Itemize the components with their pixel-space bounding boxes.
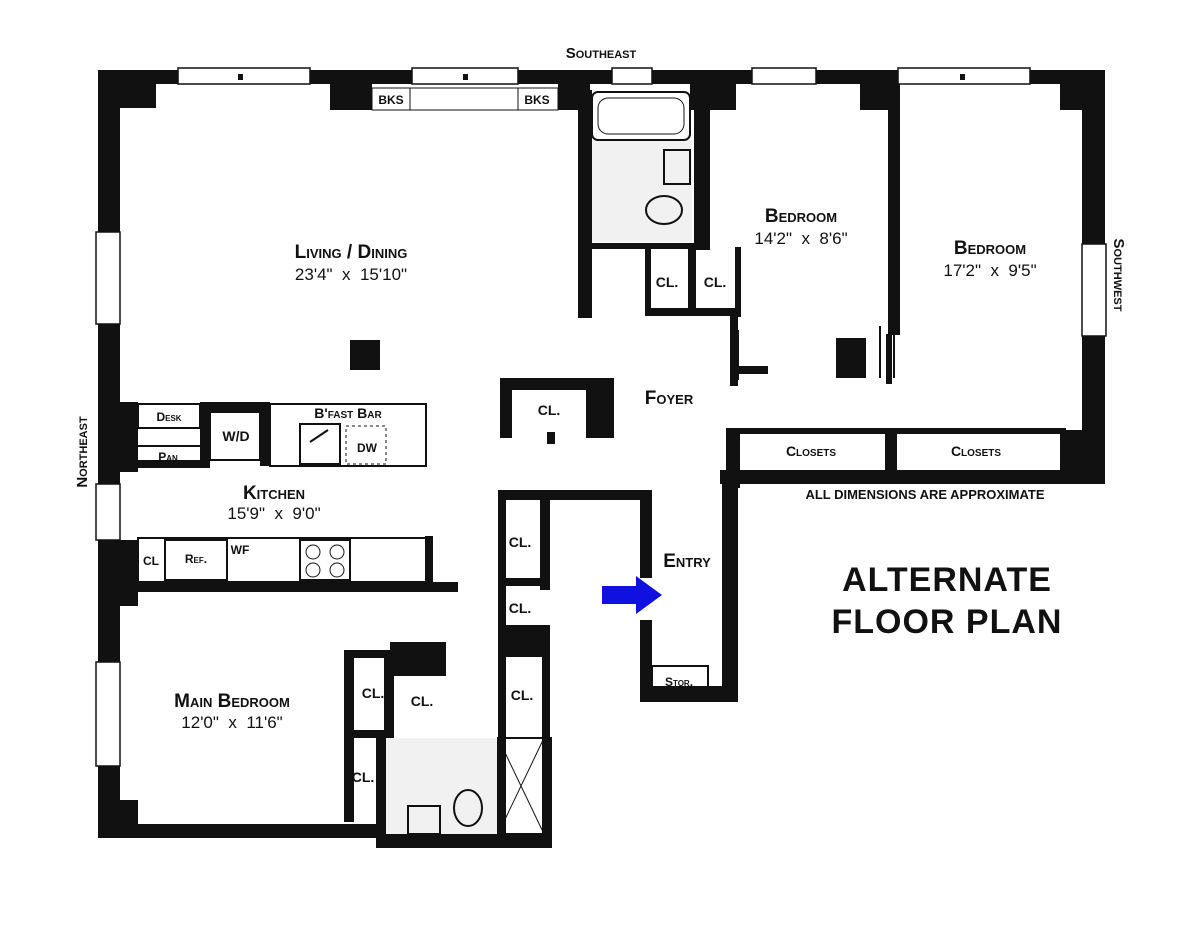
- desk-label: Desk: [156, 410, 181, 424]
- kitchen-closet-label: CL: [143, 554, 159, 568]
- room-name-entry: Entry: [663, 551, 711, 572]
- closet-label-hall-2: CL.: [704, 274, 727, 290]
- orientation-left: Northeast: [74, 416, 91, 488]
- room-dims-kitchen: 15'9" x 9'0": [227, 504, 320, 523]
- room-name-bedroom2: Bedroom: [765, 206, 837, 227]
- closets-label-bedroom3: Closets: [951, 443, 1001, 459]
- room-name-foyer: Foyer: [645, 388, 694, 409]
- room-dims-living: 23'4" x 15'10": [295, 265, 407, 284]
- closets-label-bedroom2: Closets: [786, 443, 836, 459]
- dishwasher-label: DW: [357, 441, 378, 455]
- fixtures: [136, 87, 895, 835]
- orientation-top: Southeast: [566, 45, 637, 62]
- bookshelf-label-left: BKS: [378, 93, 403, 107]
- closet-label-main-2: CL.: [411, 693, 434, 709]
- room-dims-bedroom3: 17'2" x 9'5": [943, 261, 1036, 280]
- plan-title-line2: FLOOR PLAN: [832, 603, 1063, 641]
- room-dims-bedroom2: 14'2" x 8'6": [754, 229, 847, 248]
- room-name-bedroom3: Bedroom: [954, 238, 1026, 259]
- pantry-label: Pan: [158, 450, 178, 464]
- windows: [95, 67, 1107, 767]
- refrigerator-label: Ref.: [185, 552, 207, 566]
- closet-label-main-3: CL.: [352, 769, 375, 785]
- breakfast-bar-label: B'fast Bar: [314, 405, 382, 421]
- room-name-kitchen: Kitchen: [243, 483, 305, 504]
- entry-arrow-icon: [602, 576, 662, 614]
- plan-title-line1: ALTERNATE: [842, 561, 1052, 599]
- bookshelf-label-right: BKS: [524, 93, 549, 107]
- closet-label-main-1: CL.: [362, 685, 385, 701]
- closet-label-entry-1: CL.: [509, 534, 532, 550]
- dimensions-note: ALL DIMENSIONS ARE APPROXIMATE: [805, 487, 1044, 502]
- closet-label-entry-2: CL.: [509, 600, 532, 616]
- washer-dryer-label: W/D: [222, 428, 249, 444]
- walls: [98, 70, 1105, 848]
- room-name-main-bedroom: Main Bedroom: [174, 691, 290, 712]
- closet-label-hall-1: CL.: [656, 274, 679, 290]
- room-dims-main-bedroom: 12'0" x 11'6": [181, 713, 282, 732]
- room-name-living: Living / Dining: [295, 242, 408, 263]
- closet-label-foyer: CL.: [538, 402, 561, 418]
- orientation-right: Southwest: [1110, 239, 1127, 312]
- wall-fridge-label: WF: [231, 543, 250, 557]
- storage-label: Stor.: [665, 675, 693, 689]
- closet-label-entry-3: CL.: [511, 687, 534, 703]
